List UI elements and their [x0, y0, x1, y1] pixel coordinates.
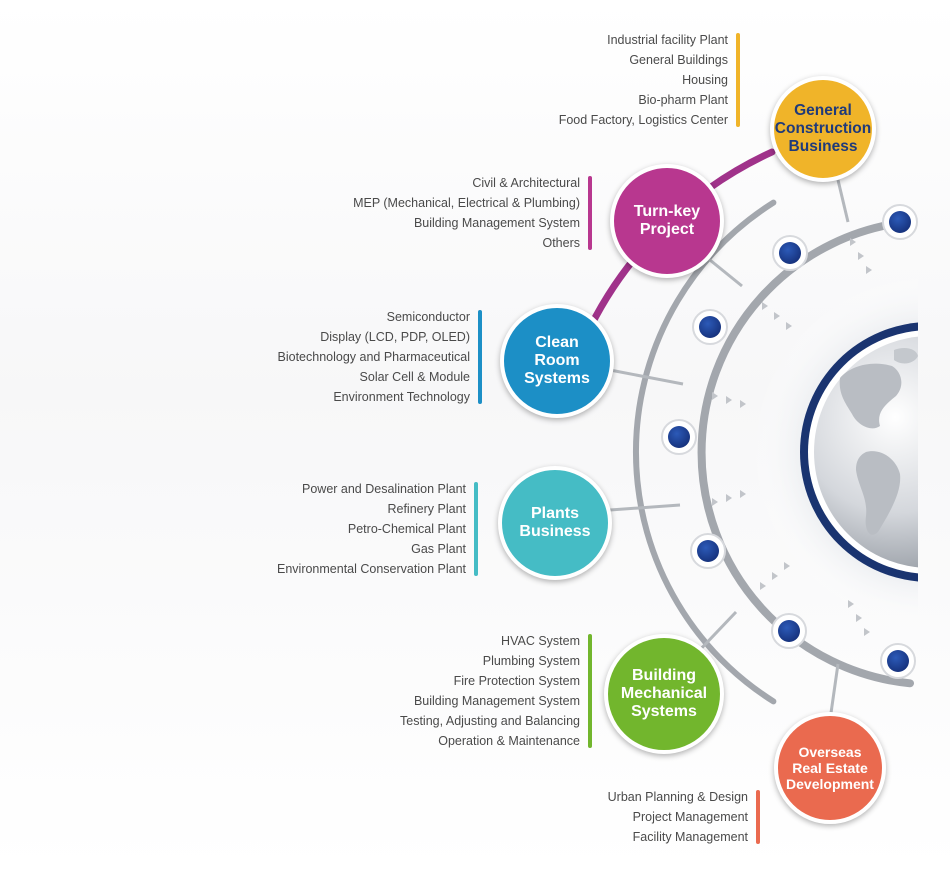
orbit-dot [771, 613, 807, 649]
list-item: Petro-Chemical Plant [347, 522, 466, 536]
node-label: Overseas Real Estate Development [786, 744, 874, 792]
list-item: Semiconductor [386, 310, 470, 324]
chevron-icon [864, 628, 870, 636]
continent-north-america [839, 363, 902, 429]
connector-overseas [828, 663, 840, 721]
chevron-icon [786, 322, 792, 330]
list-item: Urban Planning & Design [607, 790, 748, 804]
chevron-icon [774, 312, 780, 320]
list-item: Fire Protection System [453, 674, 580, 688]
list-item: HVAC System [501, 634, 580, 648]
chevron-markers [712, 238, 872, 636]
list-item: Facility Management [632, 830, 748, 844]
list-item: Solar Cell & Module [359, 370, 470, 384]
connector-mechanical [694, 610, 738, 656]
orbit-dot [690, 533, 726, 569]
continent-greenland [894, 348, 918, 364]
list-item: Industrial facility Plant [607, 33, 728, 47]
node-label: Plants Business [519, 505, 591, 540]
chevron-icon [740, 400, 746, 408]
orbit-dot [692, 309, 728, 345]
list-item: Housing [682, 73, 728, 87]
list-item: General Buildings [629, 53, 728, 67]
list-item: Environmental Conservation Plant [277, 562, 466, 576]
list-item: Plumbing System [482, 654, 580, 668]
chevron-icon [858, 252, 864, 260]
connector-cleanroom [609, 368, 684, 386]
list-item: Building Management System [413, 694, 580, 708]
list-item: Biotechnology and Pharmaceutical [277, 350, 470, 364]
node-building-mechanical[interactable]: Building Mechanical Systems [604, 634, 724, 754]
node-connectors [609, 179, 850, 721]
chevron-icon [760, 582, 766, 590]
chevron-icon [712, 392, 718, 400]
node-clean-room[interactable]: Clean Room Systems [500, 304, 614, 418]
list-item: Bio-pharm Plant [638, 93, 728, 107]
connector-plants [609, 503, 681, 512]
list-item: Testing, Adjusting and Balancing [400, 714, 580, 728]
list-item: Power and Desalination Plant [302, 482, 466, 496]
orbit-dot [772, 235, 808, 271]
continent-south-america [856, 451, 901, 535]
node-label: Clean Room Systems [524, 334, 590, 387]
chevron-icon [784, 562, 790, 570]
node-overseas-real-estate[interactable]: Overseas Real Estate Development [774, 712, 886, 824]
chevron-icon [712, 498, 718, 506]
node-label: General Construction Business [774, 102, 872, 155]
node-plants-business[interactable]: Plants Business [498, 466, 612, 580]
list-item: Gas Plant [411, 542, 466, 556]
chevron-icon [850, 238, 856, 246]
node-label: Building Mechanical Systems [620, 667, 708, 720]
chevron-icon [866, 266, 872, 274]
list-item: Others [542, 236, 580, 250]
chevron-icon [726, 494, 732, 502]
node-turn-key[interactable]: Turn-key Project [610, 164, 724, 278]
orbit-dot [880, 643, 916, 679]
orbit-dot [661, 419, 697, 455]
node-general-construction[interactable]: General Construction Business [770, 76, 876, 182]
chevron-icon [856, 614, 862, 622]
list-item: Project Management [632, 810, 748, 824]
list-item: Food Factory, Logistics Center [558, 113, 728, 127]
connector-turnkey [704, 254, 743, 288]
connector-general [836, 179, 850, 223]
inner-orbit-arc [697, 217, 914, 688]
list-item: Display (LCD, PDP, OLED) [320, 330, 470, 344]
list-item: Civil & Architectural [472, 176, 580, 190]
chevron-icon [848, 600, 854, 608]
orbit-dot [882, 204, 918, 240]
list-item: Environment Technology [333, 390, 470, 404]
list-item: MEP (Mechanical, Electrical & Plumbing) [353, 196, 580, 210]
list-item: Operation & Maintenance [438, 734, 580, 748]
list-item: Building Management System [413, 216, 580, 230]
chevron-icon [772, 572, 778, 580]
orbit-dots [661, 204, 918, 679]
list-item: Refinery Plant [387, 502, 466, 516]
chevron-icon [726, 396, 732, 404]
node-label: Turn-key Project [633, 203, 701, 238]
chevron-icon [762, 302, 768, 310]
chevron-icon [740, 490, 746, 498]
